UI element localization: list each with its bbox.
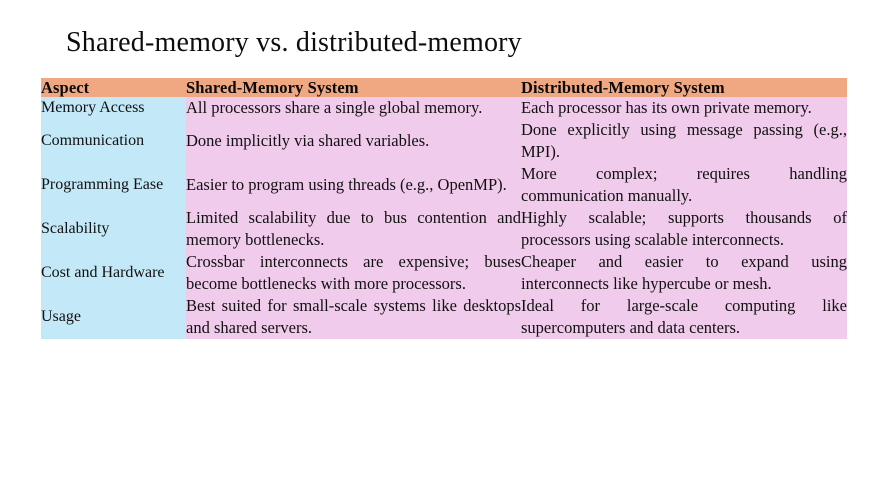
cell-shared-memory: Done implicitly via shared variables. [186,119,521,163]
page-title: Shared-memory vs. distributed-memory [66,27,522,58]
cell-aspect: Usage [41,295,186,339]
table-header-row: Aspect Shared-Memory System Distributed-… [41,78,847,97]
table-row: Communication Done implicitly via shared… [41,119,847,163]
column-header-shared-memory-system: Shared-Memory System [186,78,521,97]
table-row: Memory Access All processors share a sin… [41,97,847,119]
cell-distributed-memory: Cheaper and easier to expand using inter… [521,251,847,295]
cell-aspect: Programming Ease [41,163,186,207]
column-header-aspect: Aspect [41,78,186,97]
cell-aspect: Cost and Hardware [41,251,186,295]
cell-distributed-memory: Each processor has its own private memor… [521,97,847,119]
cell-aspect: Communication [41,119,186,163]
table-row: Scalability Limited scalability due to b… [41,207,847,251]
comparison-table: Aspect Shared-Memory System Distributed-… [41,78,847,339]
cell-distributed-memory: Highly scalable; supports thousands of p… [521,207,847,251]
table-row: Programming Ease Easier to program using… [41,163,847,207]
cell-shared-memory: All processors share a single global mem… [186,97,521,119]
cell-distributed-memory: Ideal for large-scale computing like sup… [521,295,847,339]
column-header-distributed-memory-system: Distributed-Memory System [521,78,847,97]
cell-shared-memory: Easier to program using threads (e.g., O… [186,163,521,207]
cell-distributed-memory: More complex; requires handling communic… [521,163,847,207]
cell-shared-memory: Limited scalability due to bus contentio… [186,207,521,251]
table-row: Usage Best suited for small-scale system… [41,295,847,339]
table-header: Aspect Shared-Memory System Distributed-… [41,78,847,97]
cell-aspect: Memory Access [41,97,186,119]
cell-distributed-memory: Done explicitly using message passing (e… [521,119,847,163]
cell-shared-memory: Crossbar interconnects are expensive; bu… [186,251,521,295]
cell-aspect: Scalability [41,207,186,251]
table-body: Memory Access All processors share a sin… [41,97,847,339]
cell-shared-memory: Best suited for small-scale systems like… [186,295,521,339]
table-row: Cost and Hardware Crossbar interconnects… [41,251,847,295]
